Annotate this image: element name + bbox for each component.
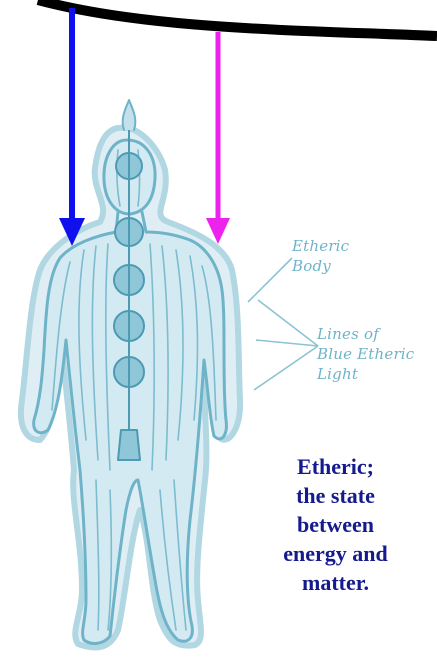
crown-flame [123, 100, 136, 130]
label-lines-line-2: Blue Etheric [317, 344, 414, 364]
magenta-arrow [206, 32, 230, 244]
caption-line-4: energy and [238, 539, 433, 568]
caption: Etheric; the state between energy and ma… [238, 452, 433, 597]
label-lines-line-1: Lines of [317, 324, 414, 344]
label-lines-line-3: Light [317, 364, 414, 384]
annotation-pointers [248, 258, 318, 390]
chakra-root [118, 430, 140, 460]
pointer-lines-3 [254, 346, 318, 390]
caption-line-2: the state [238, 481, 433, 510]
label-etheric-body-line-2: Body [292, 256, 349, 276]
caption-line-3: between [238, 510, 433, 539]
top-arc [38, 0, 437, 36]
pointer-etheric-body [248, 258, 292, 302]
label-etheric-body: Etheric Body [292, 236, 349, 276]
etheric-figure [21, 100, 240, 647]
pointer-lines-1 [258, 300, 318, 346]
label-lines-of-light: Lines of Blue Etheric Light [317, 324, 414, 384]
pointer-lines-2 [256, 340, 318, 346]
blue-arrow [59, 8, 85, 246]
label-etheric-body-line-1: Etheric [292, 236, 349, 256]
caption-line-1: Etheric; [238, 452, 433, 481]
caption-line-5: matter. [238, 568, 433, 597]
